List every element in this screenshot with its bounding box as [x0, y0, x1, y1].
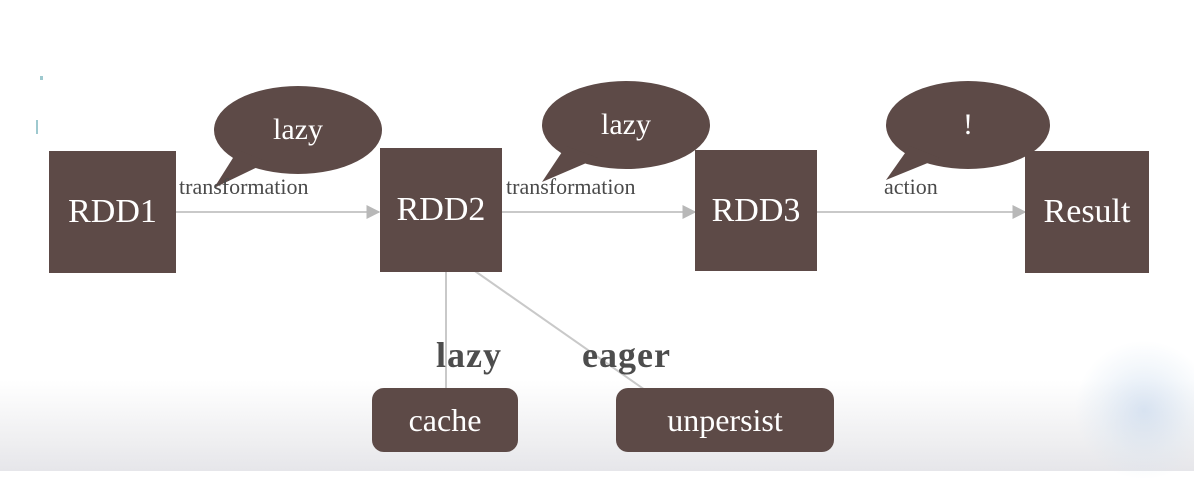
edge-label-transformation-2: transformation [506, 174, 636, 199]
speech-bubble-action [886, 81, 1050, 180]
speech-bubble-lazy-2 [542, 81, 710, 182]
node-rdd2: RDD2 [380, 148, 502, 272]
decorative-mark [36, 120, 38, 134]
node-unpersist: unpersist [616, 388, 834, 452]
mode-label-lazy: lazy [436, 335, 502, 375]
node-result: Result [1025, 151, 1149, 273]
background-fade [0, 380, 1194, 471]
node-cache: cache [372, 388, 518, 452]
speech-bubble-lazy-1 [214, 86, 382, 188]
edge-label-action: action [884, 174, 938, 199]
node-rdd3: RDD3 [695, 150, 817, 271]
arrow-rdd2-unpersist [461, 261, 670, 407]
bubble-text-action: ! [963, 108, 973, 141]
bubble-text-lazy-1: lazy [273, 113, 323, 146]
edge-label-transformation-1: transformation [179, 174, 309, 199]
decorative-mark [40, 76, 43, 80]
node-rdd1: RDD1 [49, 151, 176, 273]
mode-label-eager: eager [582, 335, 671, 375]
bubble-text-lazy-2: lazy [601, 108, 651, 141]
decorative-swirl [1074, 340, 1194, 480]
